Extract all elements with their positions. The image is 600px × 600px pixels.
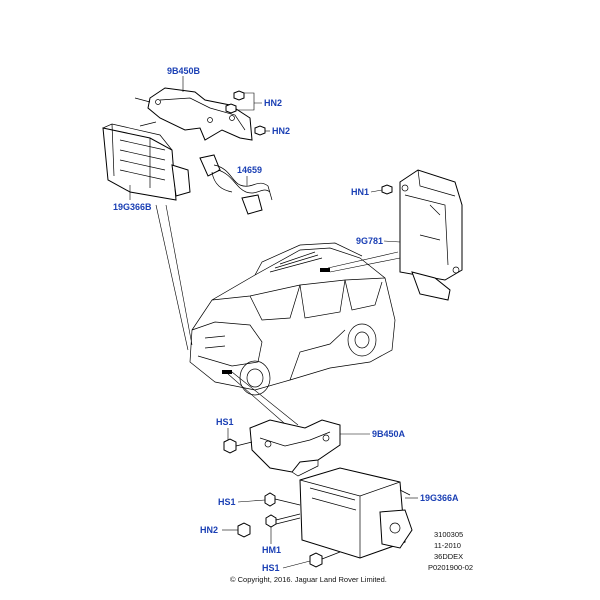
bracket-9b450a[interactable] <box>249 419 341 477</box>
meta-line-3: 36DDEX <box>434 552 463 561</box>
callout-9b450b[interactable]: 9B450B <box>167 66 201 76</box>
callout-19g366a[interactable]: 19G366A <box>420 493 459 503</box>
module-9g781[interactable] <box>399 169 463 301</box>
module-19g366a[interactable] <box>299 467 413 559</box>
module-location-marker <box>320 268 330 272</box>
callout-hn2-c[interactable]: HN2 <box>200 525 218 535</box>
callout-9b450a[interactable]: 9B450A <box>372 429 406 439</box>
nut-hn1[interactable] <box>381 184 393 195</box>
callout-19g366b[interactable]: 19G366B <box>113 202 152 212</box>
callout-hs1-c[interactable]: HS1 <box>262 563 280 573</box>
callout-hn2-b[interactable]: HN2 <box>272 126 290 136</box>
nut-hn2-lower[interactable] <box>237 522 251 538</box>
leader-lines <box>129 76 418 569</box>
bracket-9b450b[interactable] <box>134 87 253 141</box>
stud-hm1[interactable] <box>265 513 301 528</box>
meta-line-4: P0201900-02 <box>428 563 473 572</box>
callout-hn2-a[interactable]: HN2 <box>264 98 282 108</box>
callout-hs1-b[interactable]: HS1 <box>218 497 236 507</box>
diagram-meta: 3100305 11-2010 36DDEX P0201900-02 <box>428 530 473 572</box>
nut-hn2-top[interactable] <box>225 90 266 136</box>
harness-14659[interactable] <box>199 154 273 215</box>
screw-hs1-lower[interactable] <box>309 551 341 568</box>
copyright-notice: © Copyright, 2016. Jaguar Land Rover Lim… <box>230 575 387 584</box>
meta-line-1: 3100305 <box>434 530 463 539</box>
vehicle-outline <box>189 242 396 396</box>
screw-hs1-upper[interactable] <box>223 438 253 454</box>
callout-14659[interactable]: 14659 <box>237 165 262 175</box>
sensor-location-marker <box>222 370 232 374</box>
meta-line-2: 11-2010 <box>434 541 461 550</box>
screw-hs1-middle[interactable] <box>264 492 301 507</box>
callout-hm1[interactable]: HM1 <box>262 545 281 555</box>
callout-hs1-a[interactable]: HS1 <box>216 417 234 427</box>
location-lines <box>155 204 401 431</box>
callout-hn1[interactable]: HN1 <box>351 187 369 197</box>
callout-9g781[interactable]: 9G781 <box>356 236 383 246</box>
module-19g366b[interactable] <box>102 123 191 201</box>
